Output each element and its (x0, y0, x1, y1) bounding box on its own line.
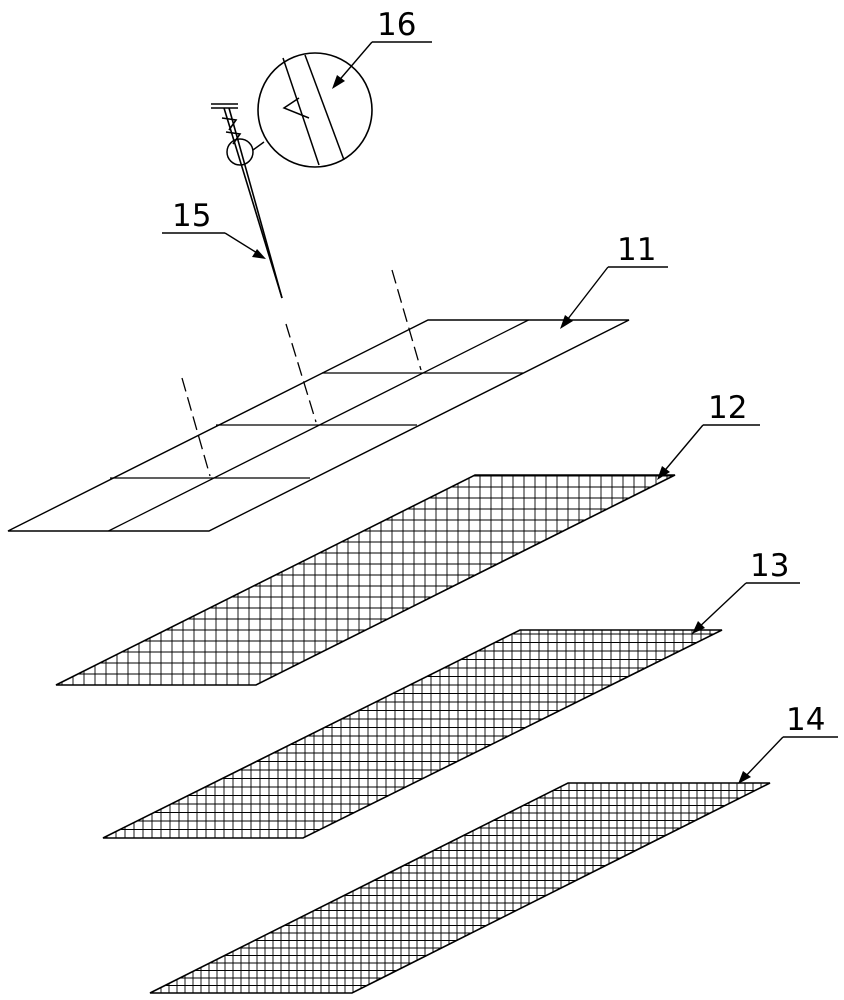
leader-14 (738, 736, 838, 784)
leader-12 (657, 424, 760, 480)
leader-15 (162, 232, 266, 259)
leader-13 (692, 582, 800, 634)
top-sheet-11 (7, 269, 630, 532)
label-12: 12 (708, 390, 747, 426)
label-11: 11 (617, 232, 656, 268)
label-16: 16 (377, 7, 416, 43)
leader-16 (332, 41, 432, 89)
label-13: 13 (750, 548, 789, 584)
label-15: 15 (172, 198, 211, 234)
mesh-layer-13 (102, 629, 723, 839)
barb-detail-magnifier-16 (257, 52, 373, 168)
top-sheet-grid-lines (108, 319, 529, 532)
label-14: 14 (786, 702, 825, 738)
leader-lines (162, 41, 838, 784)
alignment-dashed-lines (181, 269, 422, 477)
nail-15 (211, 103, 283, 299)
leader-11 (560, 266, 668, 329)
mesh-layer-14 (149, 782, 771, 994)
reference-labels: 11 12 13 14 15 16 (172, 7, 825, 738)
